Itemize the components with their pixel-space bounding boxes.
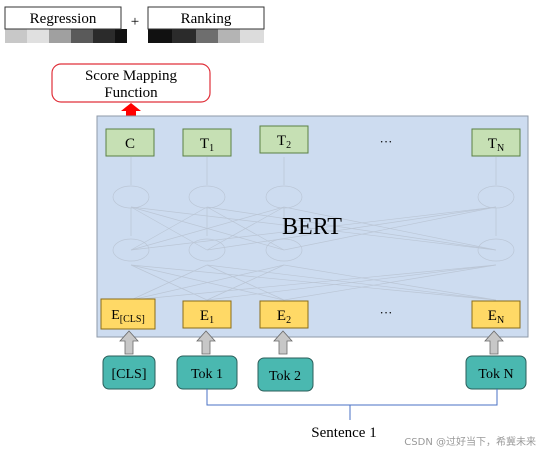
bert-block	[96, 115, 529, 338]
attention-network	[112, 157, 515, 301]
output-ellipsis: ···	[380, 134, 393, 149]
svg-text:Tok 2: Tok 2	[269, 369, 301, 384]
output-c: C	[105, 128, 155, 157]
svg-text:E2: E2	[277, 308, 291, 326]
token-tok1: Tok 1	[176, 355, 238, 390]
plus-sign: +	[131, 14, 139, 30]
watermark: CSDN @过好当下，希冀未来	[404, 435, 536, 448]
embedding-ellipsis: ···	[380, 305, 393, 320]
ranking-head: Ranking	[147, 6, 265, 43]
regression-head: Regression	[4, 6, 127, 43]
score-mapping-line1: Score Mapping	[85, 68, 178, 84]
token-cls: [CLS]	[102, 355, 156, 390]
embedding-e1: E1	[182, 300, 232, 329]
output-tn: TN	[471, 128, 521, 157]
sentence-label: Sentence 1	[311, 425, 376, 441]
embedding-cls: E[CLS]	[100, 298, 156, 330]
svg-text:Tok 1: Tok 1	[191, 367, 223, 382]
svg-text:C: C	[125, 136, 135, 152]
svg-text:T2: T2	[277, 133, 291, 151]
score-mapping-box: Score Mapping Function	[51, 63, 211, 103]
svg-text:EN: EN	[488, 308, 504, 326]
token-tok2: Tok 2	[257, 357, 314, 392]
output-t2: T2	[259, 125, 309, 154]
token-tokn: Tok N	[465, 355, 527, 390]
output-t1: T1	[182, 128, 232, 157]
embedding-e2: E2	[259, 300, 309, 329]
bert-label: BERT	[282, 214, 342, 240]
embedding-en: EN	[471, 300, 521, 329]
score-mapping-line2: Function	[104, 85, 158, 101]
svg-text:[CLS]: [CLS]	[112, 367, 147, 382]
svg-text:T1: T1	[200, 136, 214, 154]
svg-text:E[CLS]: E[CLS]	[111, 308, 145, 325]
input-arrows	[119, 330, 504, 355]
svg-text:Tok N: Tok N	[478, 367, 513, 382]
ranking-label: Ranking	[181, 11, 232, 27]
regression-label: Regression	[30, 11, 97, 27]
svg-text:E1: E1	[200, 308, 214, 326]
svg-text:TN: TN	[488, 136, 504, 154]
sentence-bracket	[206, 389, 498, 420]
